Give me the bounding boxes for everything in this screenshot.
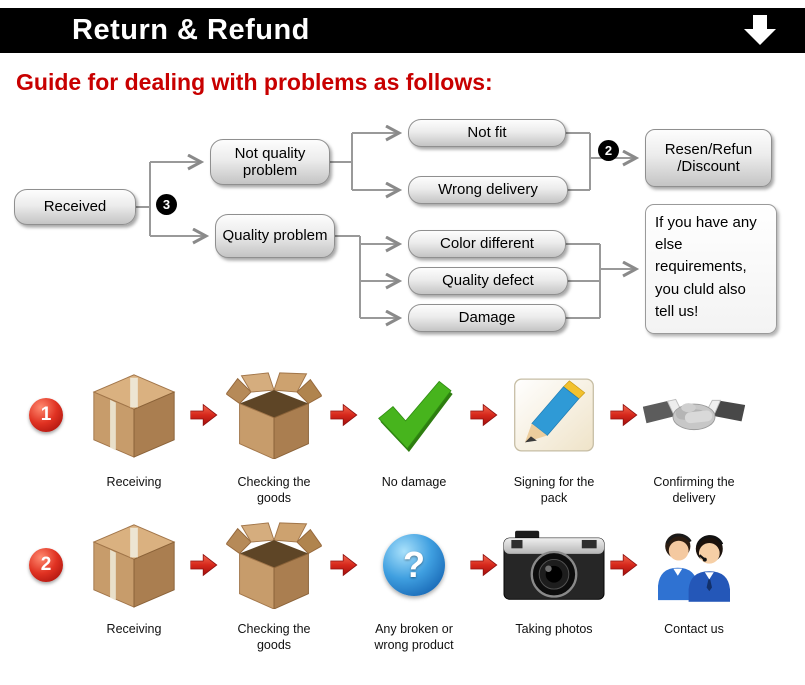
process-step: Checking the goods [218,366,330,507]
step-label: Checking the goods [237,621,311,652]
process-step: Signing for the pack [498,366,610,507]
flow-node-not-fit: Not fit [408,119,566,147]
arrow-cell [190,519,218,611]
camera-icon [502,527,606,603]
flow-node-wrong-delivery: Wrong delivery [408,176,568,204]
flow-note-box: If you have any else requirements, you c… [645,204,777,334]
process-step: Receiving [78,519,190,637]
right-arrow-icon [190,553,218,577]
process-step: Confirming the delivery [638,366,750,507]
right-arrow-icon [190,403,218,427]
header-bar: Return & Refund [0,8,805,53]
signing-pencil-icon [513,377,595,453]
step-label: Taking photos [515,621,593,636]
handshake-icon [640,383,748,447]
row-number-cell: 1 [14,366,78,464]
step-label: Any broken or wrong product [374,621,454,652]
process-step: Contact us [638,519,750,637]
open-box-icon [226,521,322,609]
step-label: No damage [381,475,447,489]
flow-node-resend-refund-discount: Resen/Refun /Discount [645,129,772,187]
right-arrow-icon [330,403,358,427]
process-row-2: 2 Receiving Checking the goods ? Any bro… [0,519,805,654]
flow-node-quality-defect: Quality defect [408,267,568,295]
flowchart: Received 3 Not quality problem Quality p… [0,104,805,344]
flow-connectors [136,104,805,344]
row-1-number-badge: 1 [29,398,63,432]
process-step: Taking photos [498,519,610,637]
flow-node-quality-problem: Quality problem [215,214,335,258]
arrow-cell [190,366,218,464]
flow-node-color-different: Color different [408,230,566,258]
arrow-cell [330,519,358,611]
step-label: Receiving [106,475,162,489]
process-row-1: 1 Receiving Checking the goods No damage… [0,366,805,507]
arrow-cell [470,366,498,464]
down-arrow-icon [744,15,776,45]
arrow-cell [610,366,638,464]
step-label: Contact us [664,621,724,636]
step-label: Checking the goods [237,475,311,506]
closed-box-icon [86,371,182,459]
closed-box-icon [86,521,182,609]
step-label: Signing for the pack [513,475,595,506]
process-step: ? Any broken or wrong product [358,519,470,654]
subtitle: Guide for dealing with problems as follo… [16,69,493,95]
right-arrow-icon [470,553,498,577]
arrow-cell [330,366,358,464]
flow-node-damage: Damage [408,304,566,332]
page-title: Return & Refund [72,14,310,46]
arrow-cell [610,519,638,611]
badge-3-icon: 3 [156,194,177,215]
badge-2-icon: 2 [598,140,619,161]
process-step: Checking the goods [218,519,330,654]
row-2-number-badge: 2 [29,547,63,582]
arrow-cell [470,519,498,611]
right-arrow-icon [330,553,358,577]
question-mark-glyph: ? [403,543,425,585]
right-arrow-icon [610,403,638,427]
flow-node-not-quality-problem: Not quality problem [210,139,330,185]
row-number-cell: 2 [14,519,78,611]
process-step: No damage [358,366,470,490]
return-refund-infographic: Return & Refund Guide for dealing with p… [0,8,805,653]
contact-people-icon [649,528,739,602]
open-box-icon [226,371,322,459]
question-mark-icon: ? [383,533,445,596]
step-label: Confirming the delivery [653,475,735,506]
green-check-icon [372,376,456,454]
step-label: Receiving [106,621,162,636]
right-arrow-icon [470,403,498,427]
process-step: Receiving [78,366,190,490]
right-arrow-icon [610,553,638,577]
flow-node-received: Received [14,189,136,225]
